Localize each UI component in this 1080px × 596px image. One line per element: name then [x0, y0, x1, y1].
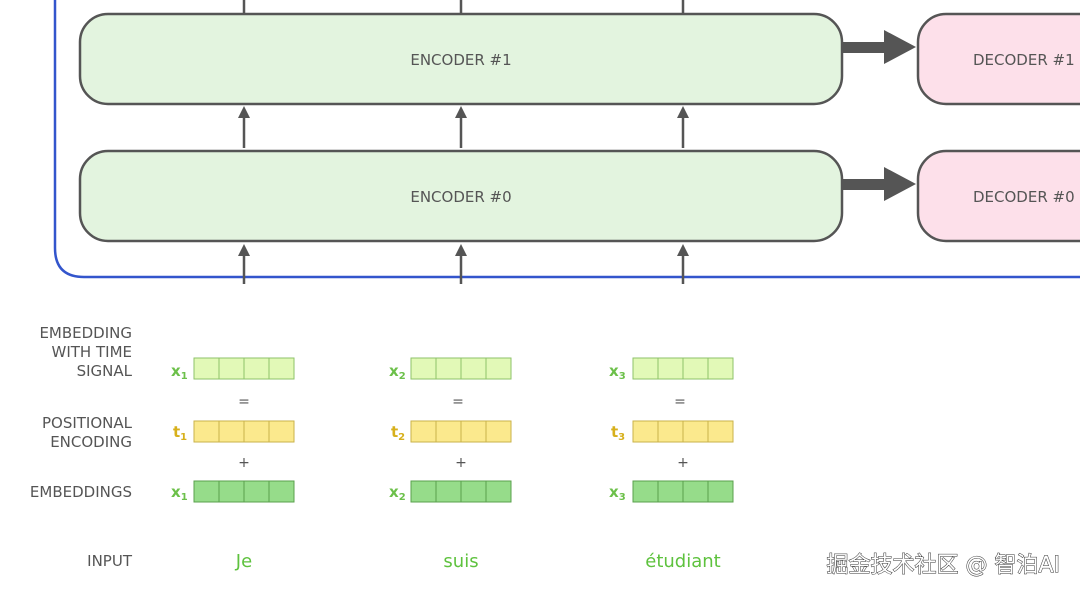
token-column-3: x3 = t3 + x3 étudiant: [609, 357, 734, 572]
input-word: Je: [235, 551, 252, 572]
row-label-line: SIGNAL: [77, 362, 133, 380]
encoder-0-box: ENCODER #0: [78, 149, 844, 243]
inter-encoder-arrowheads: [238, 106, 689, 118]
equals-sign: =: [238, 394, 250, 410]
embedding-vector: [410, 480, 512, 503]
row-label-line: WITH TIME: [52, 343, 132, 361]
encoder-0-to-decoder-arrow: [842, 167, 916, 201]
embedding-time-vector: [632, 357, 734, 380]
decoder-0-box: DECODER #0: [916, 149, 1080, 243]
row-label-input: INPUT: [87, 552, 133, 570]
positional-encoding-vector: [410, 420, 512, 443]
positional-symbol: t3: [611, 423, 625, 443]
embedding-time-symbol: x3: [609, 362, 626, 382]
plus-sign: +: [677, 455, 689, 471]
encoder-1-label: ENCODER #1: [410, 51, 511, 69]
embedding-time-vector: [410, 357, 512, 380]
positional-symbol: t2: [391, 423, 405, 443]
embedding-symbol: x2: [389, 483, 406, 503]
input-word: étudiant: [645, 551, 720, 572]
decoder-1-box: DECODER #1: [916, 12, 1080, 106]
embedding-time-vector: [193, 357, 295, 380]
row-label-positional-encoding: POSITIONAL ENCODING: [42, 414, 133, 451]
row-label-embedding-with-time-signal: EMBEDDING WITH TIME SIGNAL: [39, 324, 132, 380]
embedding-vector: [193, 480, 295, 503]
positional-encoding-vector: [632, 420, 734, 443]
encoder-1-to-decoder-arrow: [842, 30, 916, 64]
row-label-embeddings: EMBEDDINGS: [30, 483, 132, 501]
positional-symbol: t1: [173, 423, 187, 443]
encoder-0-label: ENCODER #0: [410, 188, 511, 206]
input-arrowheads: [238, 244, 689, 256]
encoder-stack-frame: [53, 0, 1080, 279]
decoder-1-label: DECODER #1: [973, 51, 1075, 69]
embedding-symbol: x3: [609, 483, 626, 503]
positional-encoding-vector: [193, 420, 295, 443]
token-column-1: x1 = t1 + x1 Je: [171, 357, 295, 572]
decoder-0-label: DECODER #0: [973, 188, 1075, 206]
encoder-1-box: ENCODER #1: [78, 12, 844, 106]
row-label-line: EMBEDDING: [39, 324, 132, 342]
equals-sign: =: [674, 394, 686, 410]
embedding-time-symbol: x1: [171, 362, 188, 382]
equals-sign: =: [452, 394, 464, 410]
input-word: suis: [443, 551, 478, 572]
token-column-2: x2 = t2 + x2 suis: [389, 357, 512, 572]
embedding-time-symbol: x2: [389, 362, 406, 382]
embedding-vector: [632, 480, 734, 503]
plus-sign: +: [238, 455, 250, 471]
watermark-text: 掘金技术社区 @ 智泊AI: [826, 553, 1060, 578]
row-label-line: POSITIONAL: [42, 414, 133, 432]
row-label-line: ENCODING: [50, 433, 132, 451]
plus-sign: +: [455, 455, 467, 471]
top-arrows: [242, 0, 685, 13]
embedding-symbol: x1: [171, 483, 188, 503]
